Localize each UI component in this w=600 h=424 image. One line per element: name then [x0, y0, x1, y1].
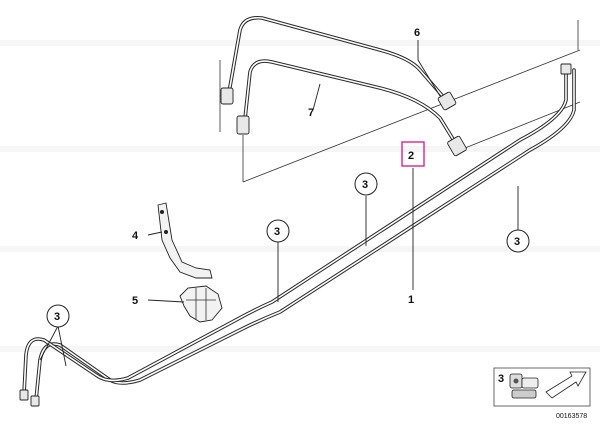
diagram-number: 00163578 [556, 413, 587, 420]
label-part-7: 7 [308, 107, 314, 119]
clip-thumbnail-icon [509, 373, 539, 399]
svg-text:3: 3 [54, 311, 60, 323]
clip-part-5[interactable] [179, 285, 223, 323]
label-part-5[interactable]: 5 [132, 295, 138, 307]
pipe-end-fittings [19, 63, 572, 407]
svg-text:3: 3 [514, 236, 520, 248]
label-part-4[interactable]: 4 [132, 230, 139, 242]
reference-box: 3 [493, 367, 591, 407]
watermark-pattern [0, 40, 600, 352]
fuel-line-upper-7[interactable] [242, 59, 458, 146]
hose-fitting-left-upper [220, 87, 250, 135]
fuel-line-upper-6[interactable] [226, 15, 448, 102]
callout-part-3-c[interactable]: 3 [506, 229, 530, 253]
bracket-part-4[interactable] [157, 202, 213, 279]
hose-fitting-right-upper [437, 91, 467, 157]
svg-text:3: 3 [362, 179, 368, 191]
leader-lines [39, 40, 519, 367]
fuel-line-secondary[interactable] [22, 66, 568, 396]
label-part-2[interactable]: 2 [408, 150, 414, 162]
callout-part-3-d[interactable]: 3 [46, 304, 70, 328]
arrow-icon [545, 371, 587, 399]
reference-box-label: 3 [498, 373, 504, 385]
label-part-1[interactable]: 1 [408, 294, 414, 306]
label-part-6: 6 [414, 27, 420, 39]
callout-part-3-b[interactable]: 3 [266, 219, 290, 243]
svg-text:3: 3 [274, 226, 280, 238]
highlight-box-part-2 [401, 141, 425, 167]
callout-part-3-a[interactable]: 3 [354, 172, 378, 196]
